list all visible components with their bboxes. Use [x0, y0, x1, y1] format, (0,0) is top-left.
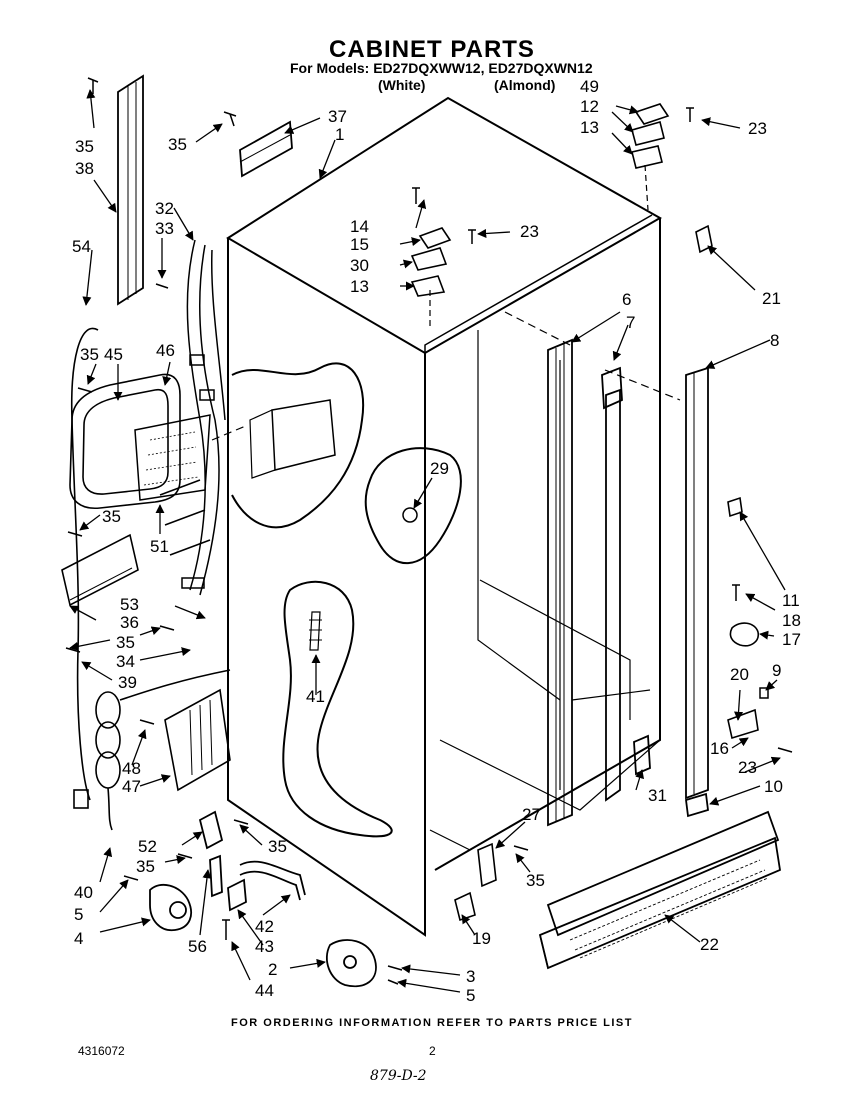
- callout-numbers: 1 2 3 4 5 5 6 7 8 9 10 11 12 13 13 14 15…: [72, 77, 801, 1005]
- callout-12: 12: [580, 97, 599, 116]
- callout-4: 4: [74, 929, 83, 948]
- callout-30: 30: [350, 256, 369, 275]
- callout-39: 39: [118, 673, 137, 692]
- callout-16: 16: [710, 739, 729, 758]
- callout-23-top: 23: [748, 119, 767, 138]
- callout-5-left: 5: [74, 905, 83, 924]
- callout-5-right: 5: [466, 986, 475, 1005]
- callout-56: 56: [188, 937, 207, 956]
- base-grille: [538, 792, 781, 970]
- callout-49: 49: [580, 77, 599, 96]
- callout-34: 34: [116, 652, 135, 671]
- callout-8: 8: [770, 331, 779, 350]
- callout-17: 17: [782, 630, 801, 649]
- callout-35-top: 35: [168, 135, 187, 154]
- leader-lines: [69, 89, 786, 993]
- callout-41: 41: [306, 687, 325, 706]
- callout-36: 36: [120, 613, 139, 632]
- power-cord: [70, 327, 231, 831]
- screws: [65, 77, 793, 985]
- callout-21: 21: [762, 289, 781, 308]
- callout-10: 10: [764, 777, 783, 796]
- callout-7: 7: [626, 313, 635, 332]
- callout-42: 42: [255, 917, 274, 936]
- callout-35-box: 35: [102, 507, 121, 526]
- callout-11: 11: [782, 591, 800, 610]
- insulation-cutaways: [231, 362, 462, 838]
- variant-almond-label: (Almond): [494, 77, 556, 93]
- cabinet-body: [211, 96, 681, 937]
- callout-1: 1: [335, 125, 344, 144]
- handwritten-code: 879-D-2: [370, 1068, 427, 1084]
- callout-23-mid: 23: [520, 222, 539, 241]
- callout-46: 46: [156, 341, 175, 360]
- callout-9: 9: [772, 661, 781, 680]
- callout-29: 29: [430, 459, 449, 478]
- callout-44: 44: [255, 981, 274, 1000]
- callout-47: 47: [122, 777, 141, 796]
- callout-38: 38: [75, 159, 94, 178]
- callout-45: 45: [104, 345, 123, 364]
- top-trim-bracket: [239, 120, 293, 178]
- callout-23-right: 23: [738, 758, 757, 777]
- callout-32: 32: [155, 199, 174, 218]
- callout-13-mid: 13: [350, 277, 369, 296]
- callout-51: 51: [150, 537, 169, 556]
- page-number: 2: [429, 1044, 436, 1058]
- callout-54: 54: [72, 237, 91, 256]
- callout-35-lower-left: 35: [116, 633, 135, 652]
- control-box: [61, 533, 231, 792]
- callout-37: 37: [328, 107, 347, 126]
- callout-52: 52: [138, 837, 157, 856]
- callout-14: 14: [350, 217, 369, 236]
- callout-53: 53: [120, 595, 139, 614]
- heater-assembly: [69, 373, 211, 510]
- callout-20: 20: [730, 665, 749, 684]
- callout-19: 19: [472, 929, 491, 948]
- callout-35-top-left: 35: [75, 137, 94, 156]
- callout-35-bottom-left: 35: [136, 857, 155, 876]
- callout-48: 48: [122, 759, 141, 778]
- callout-27: 27: [522, 805, 541, 824]
- door-strips: [547, 338, 709, 827]
- callout-40: 40: [74, 883, 93, 902]
- callout-22: 22: [700, 935, 719, 954]
- callout-6: 6: [622, 290, 631, 309]
- callout-3: 3: [466, 967, 475, 986]
- callout-35-heater: 35: [80, 345, 99, 364]
- callout-13-top: 13: [580, 118, 599, 137]
- wiring-harness: [159, 239, 226, 596]
- callout-31: 31: [648, 786, 667, 805]
- left-trim-strip: [117, 74, 144, 306]
- variant-white-label: (White): [378, 77, 426, 93]
- callout-33: 33: [155, 219, 174, 238]
- callout-35-hinge-bottom: 35: [268, 837, 287, 856]
- callout-2: 2: [268, 960, 277, 979]
- callout-15: 15: [350, 235, 369, 254]
- callout-18: 18: [782, 611, 801, 630]
- hinge-assemblies: [410, 103, 760, 922]
- drain-and-pipes: [149, 810, 377, 988]
- page-title: CABINET PARTS: [329, 36, 535, 63]
- ordering-info-note: FOR ORDERING INFORMATION REFER TO PARTS …: [231, 1017, 633, 1029]
- callout-43: 43: [255, 937, 274, 956]
- document-number: 4316072: [78, 1044, 125, 1058]
- callout-35-bottom-right: 35: [526, 871, 545, 890]
- models-line: For Models: ED27DQXWW12, ED27DQXWN12: [290, 60, 593, 76]
